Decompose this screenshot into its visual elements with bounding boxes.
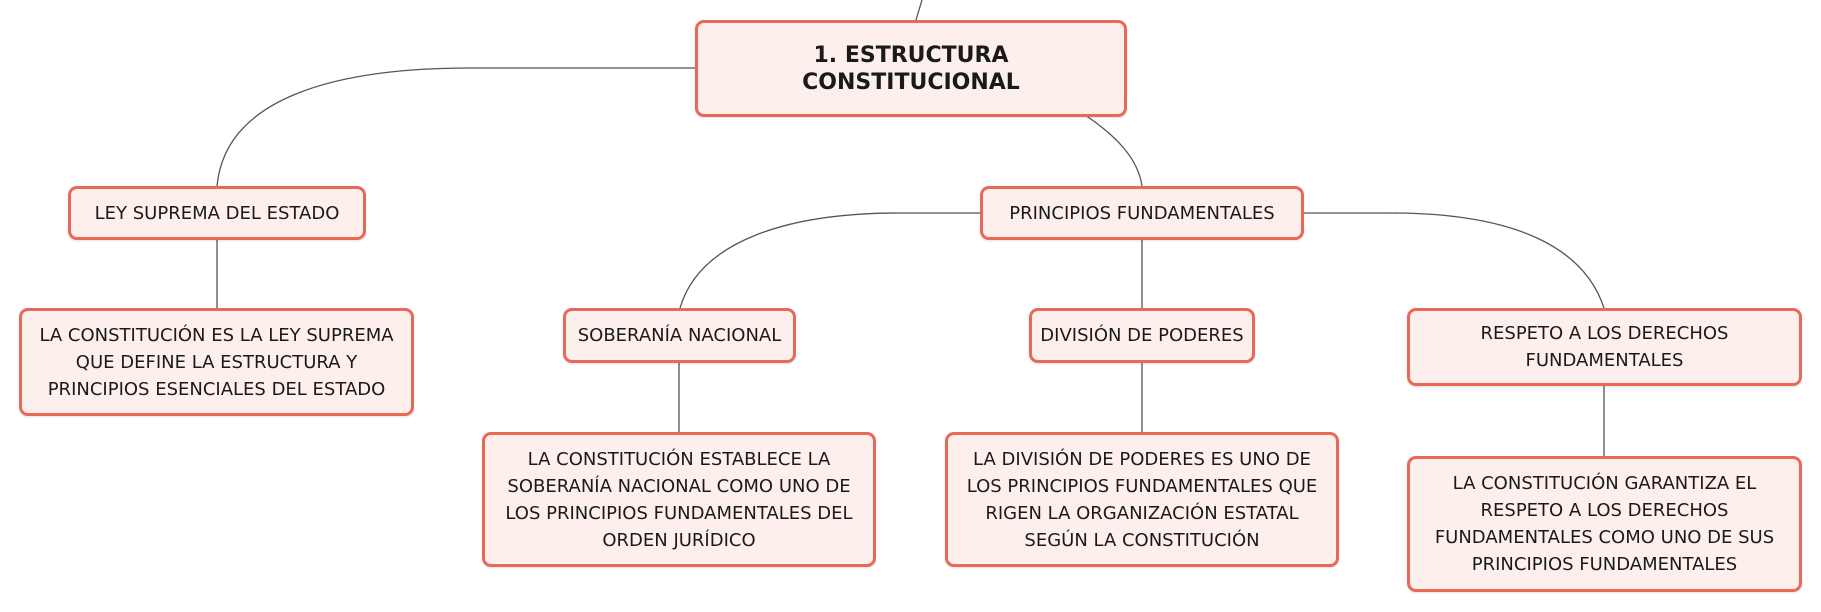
node-ley-suprema-desc[interactable]: LA CONSTITUCIÓN ES LA LEY SUPREMA QUE DE… — [19, 308, 414, 416]
node-label: LA CONSTITUCIÓN GARANTIZA EL RESPETO A L… — [1434, 473, 1775, 575]
connector-root-ley-suprema — [216, 67, 695, 187]
node-label: LEY SUPREMA DEL ESTADO — [94, 202, 340, 224]
node-division-desc[interactable]: LA DIVISIÓN DE PODERES ES UNO DE LOS PRI… — [945, 432, 1339, 567]
node-soberania-desc[interactable]: LA CONSTITUCIÓN ESTABLECE LA SOBERANÍA N… — [482, 432, 876, 567]
node-label: SOBERANÍA NACIONAL — [577, 325, 782, 346]
node-label: 1. ESTRUCTURA CONSTITUCIONAL — [802, 42, 1020, 95]
connector-principios-derechos — [1304, 212, 1605, 309]
node-label: DIVISIÓN DE PODERES — [1040, 325, 1244, 346]
connector-incoming-root — [915, 0, 923, 21]
connector-root-principios — [1084, 114, 1143, 187]
node-label: LA DIVISIÓN DE PODERES ES UNO DE LOS PRI… — [966, 448, 1318, 551]
connector-principios-soberania — [679, 212, 980, 309]
node-derechos-desc[interactable]: LA CONSTITUCIÓN GARANTIZA EL RESPETO A L… — [1407, 456, 1802, 592]
node-label: PRINCIPIOS FUNDAMENTALES — [1009, 202, 1275, 224]
node-root-estructura-constitucional[interactable]: 1. ESTRUCTURA CONSTITUCIONAL — [695, 20, 1127, 117]
node-soberania-nacional[interactable]: SOBERANÍA NACIONAL — [563, 308, 796, 363]
node-label: RESPETO A LOS DERECHOS FUNDAMENTALES — [1480, 323, 1729, 371]
node-division-de-poderes[interactable]: DIVISIÓN DE PODERES — [1029, 308, 1255, 363]
node-label: LA CONSTITUCIÓN ES LA LEY SUPREMA QUE DE… — [39, 324, 394, 400]
node-ley-suprema[interactable]: LEY SUPREMA DEL ESTADO — [68, 186, 366, 240]
node-label: LA CONSTITUCIÓN ESTABLECE LA SOBERANÍA N… — [505, 448, 853, 551]
node-respeto-derechos[interactable]: RESPETO A LOS DERECHOS FUNDAMENTALES — [1407, 308, 1802, 386]
node-principios-fundamentales[interactable]: PRINCIPIOS FUNDAMENTALES — [980, 186, 1304, 240]
